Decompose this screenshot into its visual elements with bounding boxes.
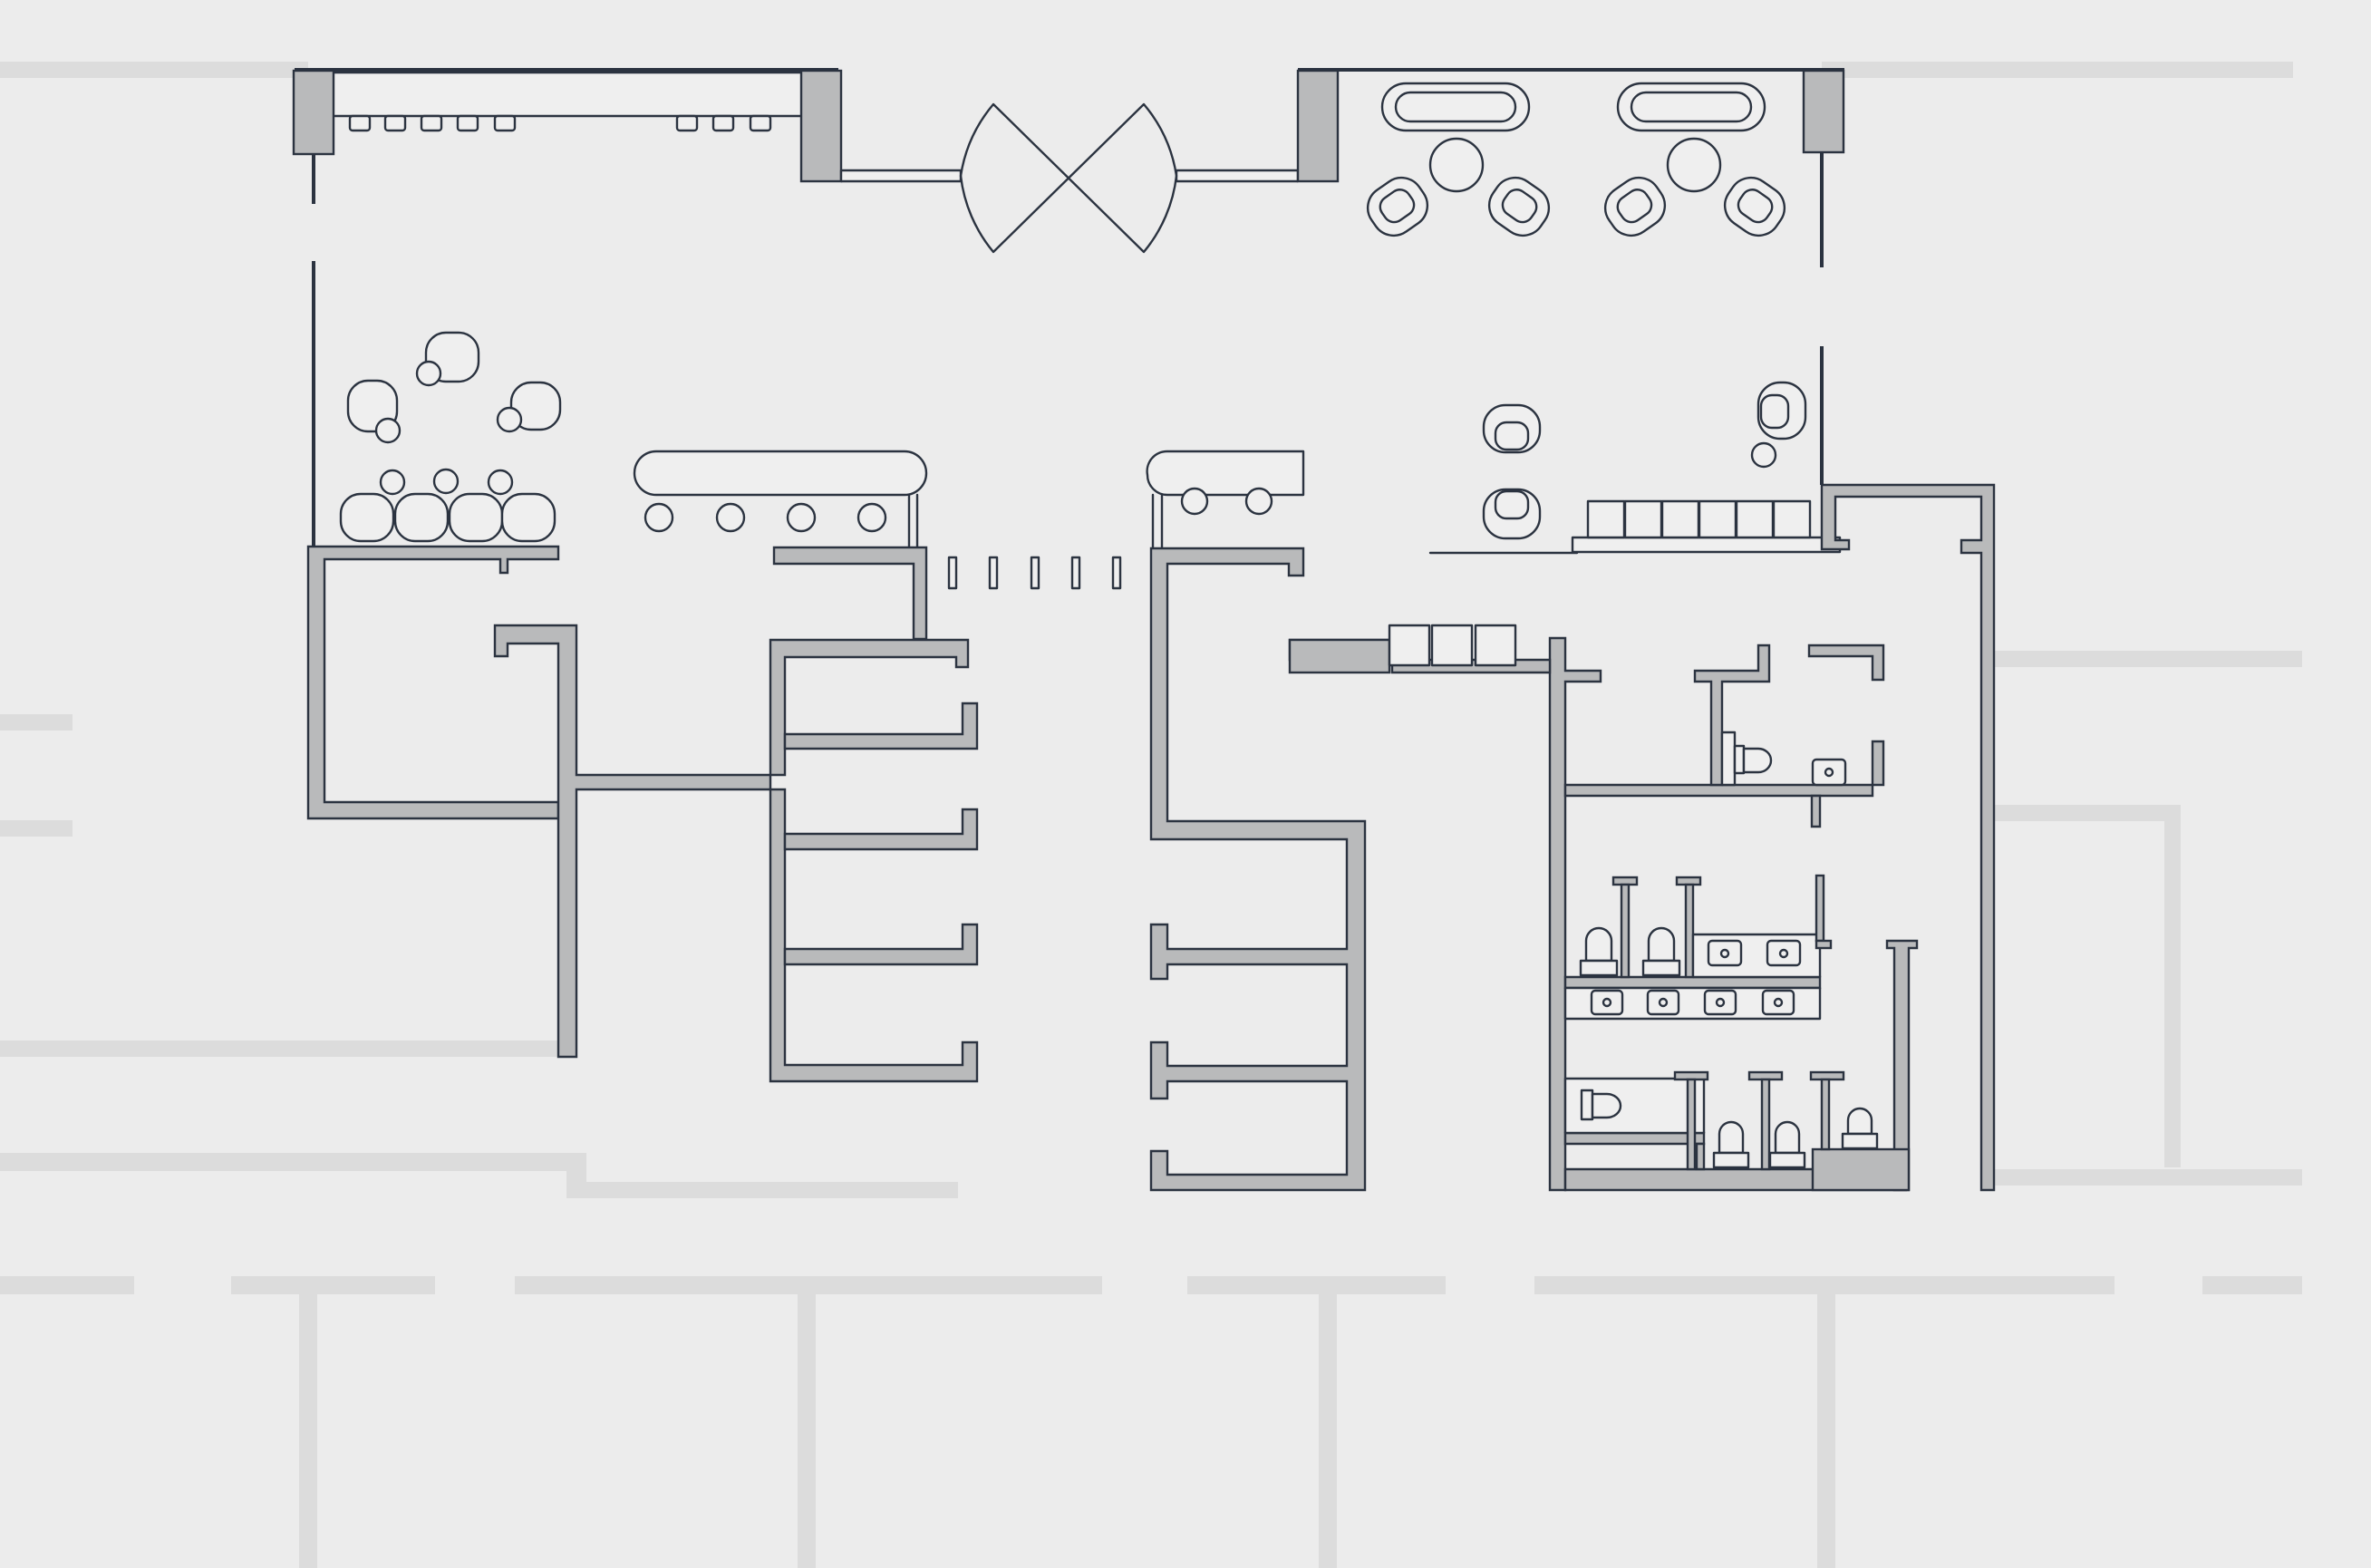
interior-walls [306, 483, 1996, 1192]
armchair-icon [1603, 176, 1667, 237]
armchair-icon [1756, 381, 1807, 440]
toilet-icon [1712, 1120, 1750, 1169]
locker-bench [1571, 499, 1842, 554]
round-table-icon [1428, 137, 1485, 193]
bar-counter-icon [633, 450, 928, 549]
washroom-fixtures [1563, 731, 1879, 1171]
reception-desk [1146, 450, 1305, 549]
sink-icon [1766, 939, 1802, 967]
sink-icon [1646, 989, 1680, 1016]
lobby-seating [1428, 381, 1807, 555]
armchair-icon [1366, 176, 1429, 237]
cafe-bench-seating [339, 468, 556, 543]
sink-icon [1761, 989, 1795, 1016]
window-counter-stools [348, 114, 772, 132]
armchair-icon [1482, 488, 1542, 540]
double-swing-door-icon [959, 102, 1178, 254]
lounge-group-right [1603, 82, 1786, 237]
cafe-lounge-tables [346, 331, 562, 444]
surrounding-building-outline [0, 62, 2302, 1568]
bar-stool-icon [644, 502, 887, 533]
toilet-icon [1641, 926, 1681, 977]
armchair-icon [1487, 176, 1551, 237]
sink-icon [1590, 989, 1624, 1016]
lobby-storage-counter [1288, 624, 1517, 674]
sink-icon [1707, 939, 1743, 967]
toilet-icon [1768, 1120, 1806, 1169]
turnstile-icon [947, 556, 1122, 590]
toilet-icon [1841, 1107, 1879, 1150]
toilet-icon [1579, 926, 1619, 977]
lounge-group-left [1366, 82, 1551, 237]
armchair-icon [1482, 403, 1542, 454]
facade-glazing [292, 68, 1845, 546]
round-table-icon [1666, 137, 1722, 193]
sink-icon [1703, 989, 1737, 1016]
sink-icon [1811, 758, 1847, 787]
armchair-icon [1723, 176, 1786, 237]
toilet-icon [1733, 744, 1773, 775]
lounge-table-icon [509, 381, 562, 431]
toilet-icon [1580, 1089, 1622, 1121]
